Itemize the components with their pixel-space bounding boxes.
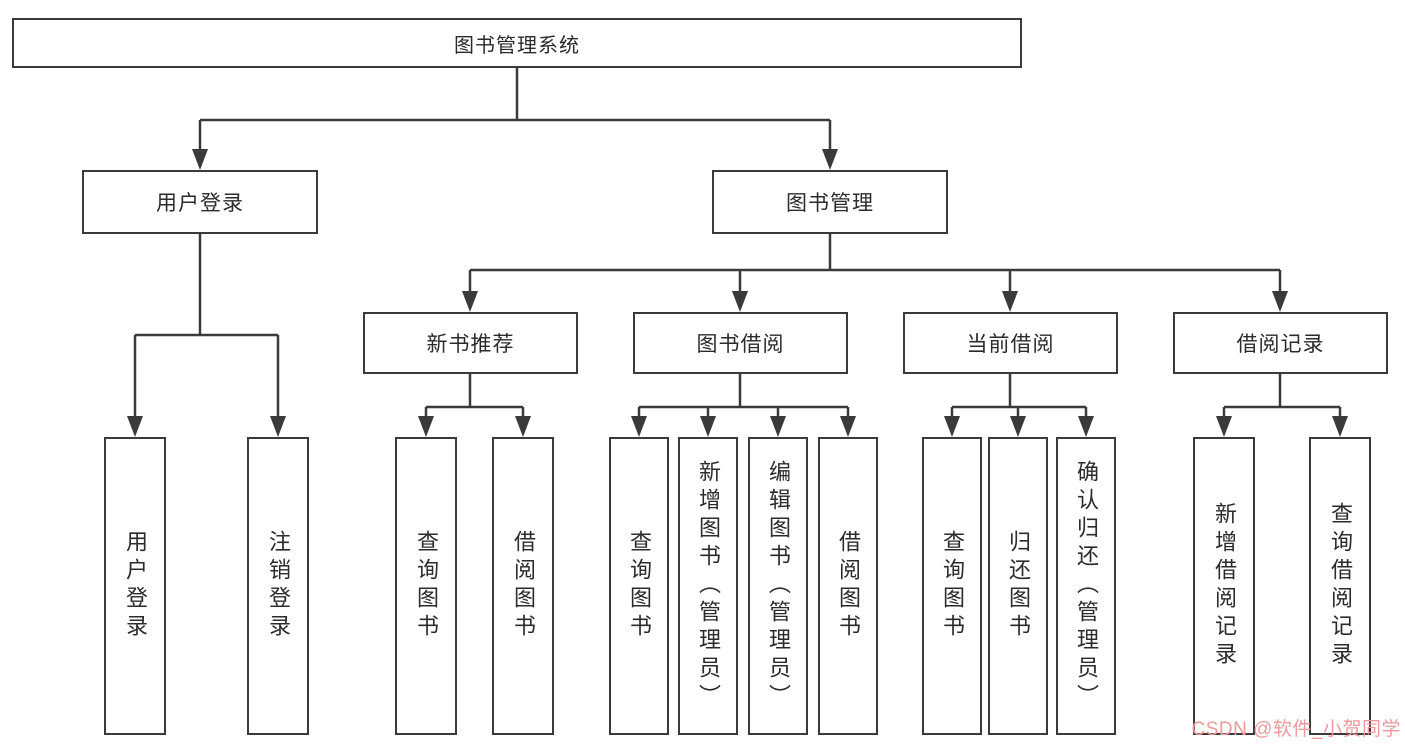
leaf-query-books-borrow: 查询图书: [609, 437, 669, 735]
node-new-book-recommend: 新书推荐: [363, 312, 578, 374]
leaf-edit-books-admin: 编辑图书（管理员）: [748, 437, 808, 735]
leaf-return-books: 归还图书: [988, 437, 1048, 735]
csdn-watermark: CSDN @软件_小贺同学: [1191, 719, 1401, 740]
leaf-query-borrow-record: 查询借阅记录: [1309, 437, 1371, 735]
leaf-user-login: 用户登录: [104, 437, 166, 735]
node-borrow-records: 借阅记录: [1173, 312, 1388, 374]
node-library-management-system: 图书管理系统: [12, 18, 1022, 68]
leaf-logout: 注销登录: [247, 437, 309, 735]
leaf-confirm-return-admin: 确认归还（管理员）: [1056, 437, 1116, 735]
leaf-borrow-books-recommend: 借阅图书: [492, 437, 554, 735]
leaf-query-books-current: 查询图书: [922, 437, 982, 735]
leaf-query-books-recommend: 查询图书: [395, 437, 457, 735]
node-book-management: 图书管理: [712, 170, 948, 234]
node-user-login: 用户登录: [82, 170, 318, 234]
node-book-borrow: 图书借阅: [633, 312, 848, 374]
leaf-borrow-books: 借阅图书: [818, 437, 878, 735]
node-current-borrow: 当前借阅: [903, 312, 1118, 374]
leaf-add-books-admin: 新增图书（管理员）: [678, 437, 738, 735]
leaf-add-borrow-record: 新增借阅记录: [1193, 437, 1255, 735]
